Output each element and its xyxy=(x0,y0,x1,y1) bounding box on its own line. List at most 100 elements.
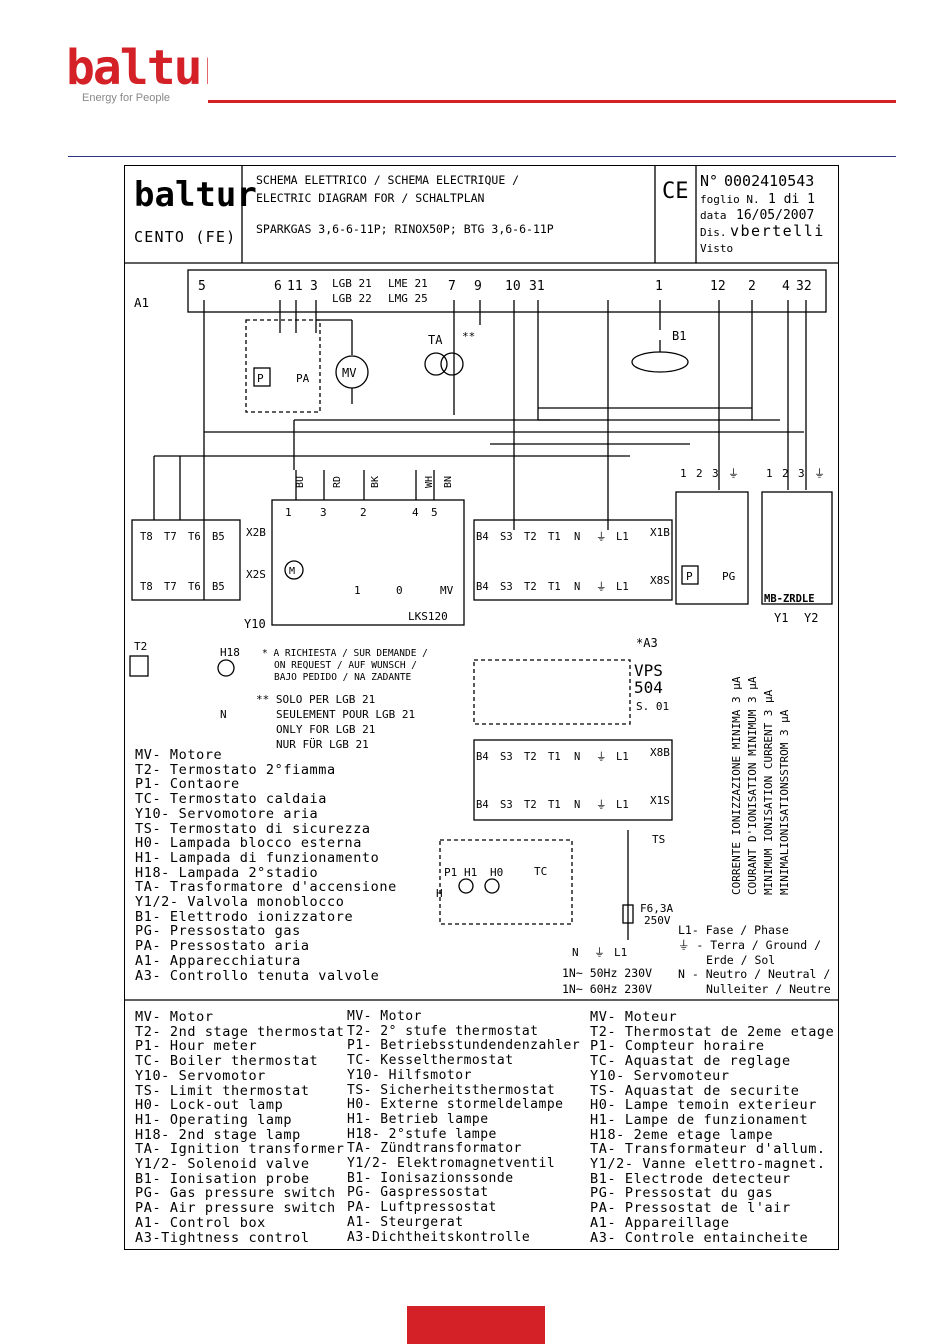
legend-en-item: PA- Air pressure switch xyxy=(135,1200,336,1217)
pg-pin-3: 3 xyxy=(712,467,719,480)
drawn-label: Dis. xyxy=(700,226,727,239)
wire-bu: BU xyxy=(295,476,306,488)
b1-label: B1 xyxy=(672,329,686,343)
phase-legend-5: Nulleiter / Neutre xyxy=(706,982,831,996)
terminal-2: 2 xyxy=(748,279,756,294)
terminal-31: 31 xyxy=(529,279,545,294)
request-note-1: * A RICHIESTA / SUR DEMANDE / xyxy=(262,648,428,659)
h18-label: H18 xyxy=(220,646,240,659)
legend-en-item: P1- Hour meter xyxy=(135,1038,258,1055)
mv-label: MV xyxy=(342,366,356,380)
x1s-pin-ground: ⏚ xyxy=(596,799,607,811)
legend-de-item: H18- 2°stufe lampe xyxy=(347,1126,497,1142)
h1-label: H1 xyxy=(464,866,477,879)
x1b-pin-n: N xyxy=(574,531,580,543)
x8b-label: X8B xyxy=(650,746,670,759)
legend-fr-item: PG- Pressostat du gas xyxy=(590,1185,774,1202)
legend-en-item: Y10- Servomotor xyxy=(135,1067,266,1084)
legend-de-item: TC- Kesselthermostat xyxy=(347,1053,514,1069)
servo-t5: 5 xyxy=(431,506,438,519)
legend-fr-item: A1- Appareillage xyxy=(590,1214,730,1231)
h0-label: H0 xyxy=(490,866,503,879)
legend-fr-item: TA- Transformateur d'allum. xyxy=(590,1141,826,1158)
servo-t3: 3 xyxy=(320,506,327,519)
legend-italian: MV- Motore T2- Termostato 2°fiamma P1- C… xyxy=(135,748,397,983)
terminal-3: 3 xyxy=(310,279,318,294)
terminal-1: 1 xyxy=(655,279,663,294)
models-line: SPARKGAS 3,6-6-11P; RINOX50P; BTG 3,6-6-… xyxy=(256,222,554,236)
legend-de-item: P1- Betriebsstundendenzahler xyxy=(347,1038,581,1054)
pa-label: PA xyxy=(296,372,310,385)
legend-de-item: A3-Dichtheitskontrolle xyxy=(347,1229,531,1245)
valve-pin-3: 3 xyxy=(798,467,805,480)
header-red-rule xyxy=(208,100,896,103)
type-lgb22: LGB 22 xyxy=(332,292,372,305)
vps-model: 504 xyxy=(634,678,663,697)
terminal-5: 5 xyxy=(198,279,206,294)
legend-en-item: H0- Lock-out lamp xyxy=(135,1097,284,1114)
legend-de-item: Y10- Hilfsmotor xyxy=(347,1067,472,1083)
legend-french: MV- Moteur T2- Thermostat de 2eme etage … xyxy=(590,1010,834,1245)
svg-text:baltur: baltur xyxy=(66,44,208,94)
lgb-note-2: SEULEMENT POUR LGB 21 xyxy=(276,708,415,721)
legend-it-item: TS- Termostato di sicurezza xyxy=(135,820,371,837)
legend-en-item: A3-Tightness control xyxy=(135,1229,310,1246)
legend-en-item: H1- Operating lamp xyxy=(135,1111,293,1128)
request-note-3: BAJO PEDIDO / NA ZADANTE xyxy=(274,672,412,683)
pg-p-label: P xyxy=(686,570,693,583)
legend-fr-item: Y10- Servomoteur xyxy=(590,1067,730,1084)
legend-fr-item: MV- Moteur xyxy=(590,1009,678,1025)
terminal-9: 9 xyxy=(474,279,482,294)
legend-de-item: H1- Betrieb lampe xyxy=(347,1111,489,1127)
legend-en-item: MV- Motor xyxy=(135,1009,214,1025)
legend-fr-item: H18- 2eme etage lampe xyxy=(590,1126,774,1143)
terminal-10: 10 xyxy=(505,279,521,294)
ce-mark: CE xyxy=(662,179,689,204)
legend-fr-item: PA- Pressostat de l'air xyxy=(590,1200,791,1217)
x2s-pin-t8: T8 xyxy=(140,581,153,593)
x8b-pin-l1: L1 xyxy=(616,751,629,763)
legend-en-item: TA- Ignition transformer xyxy=(135,1141,345,1158)
legend-en-item: TC- Boiler thermostat xyxy=(135,1053,319,1070)
servo-t1: 1 xyxy=(285,506,292,519)
x8s-pin-n: N xyxy=(574,581,580,593)
phase-legend-2: ⏚ - Terra / Ground / xyxy=(678,938,821,952)
vps-series: S. 01 xyxy=(636,700,669,713)
x2b-label: X2B xyxy=(246,526,266,539)
legend-fr-item: A3- Controle entaincheite xyxy=(590,1229,809,1246)
baltur-logo: baltur xyxy=(66,44,208,94)
p1-label: P1 xyxy=(444,866,457,879)
type-lmg25: LMG 25 xyxy=(388,292,428,305)
legend-fr-item: Y1/2- Vanne elettro-magnet. xyxy=(590,1156,826,1173)
drawing-number: 0002410543 xyxy=(724,172,814,190)
tagline: Energy for People xyxy=(82,92,171,104)
legend-it-item: TA- Trasformatore d'accensione xyxy=(135,879,397,896)
x8b-pin-t1: T1 xyxy=(548,751,561,763)
legend-it-item: B1- Elettrodo ionizzatore xyxy=(135,908,354,925)
supply-n: N xyxy=(572,946,579,959)
terminal-4: 4 xyxy=(782,279,790,294)
fuse-label: F6,3A xyxy=(640,902,673,915)
x1s-label: X1S xyxy=(650,794,670,807)
title-line-2: ELECTRIC DIAGRAM FOR / SCHALTPLAN xyxy=(256,191,485,205)
h-label: H xyxy=(436,887,443,900)
drawn-value: vbertelli xyxy=(730,222,825,240)
legend-de-item: TS- Sicherheitsthermostat xyxy=(347,1082,556,1098)
x8b-pin-n: N xyxy=(574,751,580,763)
pg-pin-2: 2 xyxy=(696,467,703,480)
legend-it-item: A1- Apparecchiatura xyxy=(135,952,301,969)
header-blue-rule xyxy=(68,156,896,157)
x8s-pin-t1: T1 xyxy=(548,581,561,593)
x1b-pin-ground: ⏚ xyxy=(596,531,607,543)
tc-label: TC xyxy=(534,865,547,878)
ionisation-note-fr: COURANT D'IONISATION MINIMUM 3 µA xyxy=(746,676,759,895)
x8b-pin-s3: S3 xyxy=(500,751,513,763)
x2s-label: X2S xyxy=(246,568,266,581)
x1b-label: X1B xyxy=(650,526,670,539)
pg-pin-ground: ⏚ xyxy=(728,467,739,480)
ionisation-note-de: MINIMALIONISATIONSSTROM 3 µA xyxy=(778,709,791,895)
y2-label: Y2 xyxy=(804,611,818,625)
legend-it-item: T2- Termostato 2°fiamma xyxy=(135,761,336,778)
legend-it-item: PG- Pressostato gas xyxy=(135,923,301,940)
supply-50hz: 1N~ 50Hz 230V xyxy=(562,966,652,980)
